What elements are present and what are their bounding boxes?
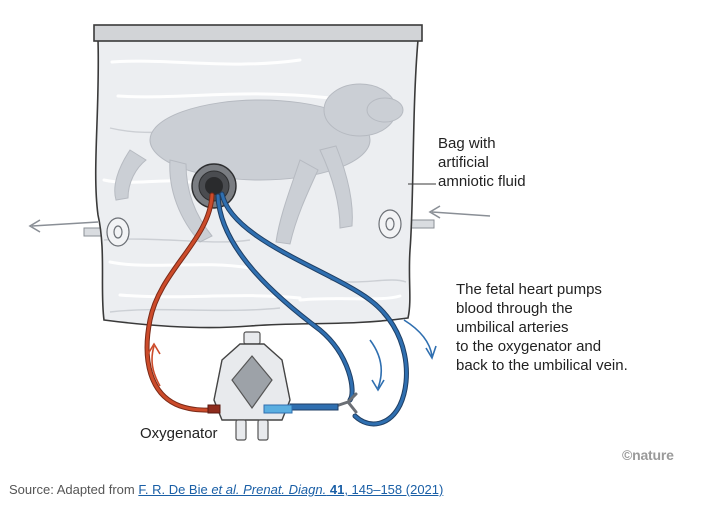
bag-label: Bag with artificial amniotic fluid [438, 134, 526, 191]
heart-label-line-4: to the oxygenator and [456, 338, 602, 355]
source-pages: , 145–158 (2021) [344, 482, 444, 497]
vein-flow-arrow-2 [403, 319, 437, 360]
bag-label-line-1: Bag with [438, 135, 496, 152]
artery-flow-arrow [147, 342, 161, 387]
heart-label-line-1: The fetal heart pumps [456, 281, 602, 298]
heart-label-line-2: blood through the [456, 300, 573, 317]
left-port [106, 217, 130, 247]
source-volume: 41 [326, 482, 345, 497]
source-prefix: Source: Adapted from [9, 482, 139, 497]
fluid-bag [94, 39, 419, 329]
vein-flow-arrow-1 [369, 339, 385, 392]
oxygenator-device [207, 331, 293, 441]
bag-lid [93, 24, 423, 42]
oxygenator-label: Oxygenator [140, 425, 218, 442]
heart-label-line-3: umbilical arteries [456, 319, 569, 336]
artificial-womb-diagram [28, 24, 491, 441]
source-link[interactable]: F. R. De Bie et al. Prenat. Diagn. 41, 1… [138, 482, 443, 497]
bag-label-line-3: amniotic fluid [438, 173, 526, 190]
source-etal: et al. [211, 482, 240, 497]
y-connector [289, 392, 358, 414]
right-port [378, 209, 402, 239]
lamb-silhouette [114, 83, 404, 245]
heart-label-line-5: back to the umbilical vein. [456, 357, 628, 374]
source-authors: F. R. De Bie [138, 482, 212, 497]
source-journal: Prenat. Diagn. [239, 482, 327, 497]
heart-pump-label: The fetal heart pumps blood through the … [456, 280, 628, 375]
nature-credit: ©nature [622, 447, 674, 463]
outflow-arrow [28, 219, 99, 233]
inflow-arrow [428, 205, 491, 219]
bag-label-line-2: artificial [438, 154, 489, 171]
source-citation: Source: Adapted from F. R. De Bie et al.… [9, 482, 443, 497]
umbilical-connector [191, 163, 237, 209]
